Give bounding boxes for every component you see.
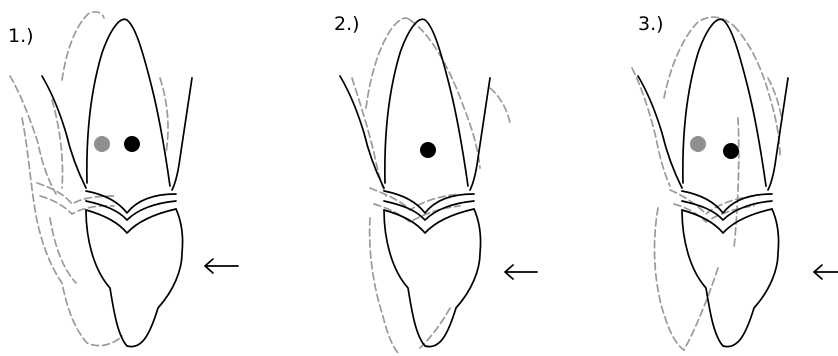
panel-2: 2.) [334, 13, 537, 353]
panel-3: 3.) [632, 13, 838, 350]
panel-label: 1.) [8, 25, 34, 47]
force-arrow-icon [814, 265, 838, 279]
secondary-center-dot [94, 136, 110, 152]
panel-label: 3.) [638, 13, 664, 35]
panel-1: 1.) [8, 12, 238, 347]
force-arrow-icon [205, 259, 238, 273]
displaced-tooth-outline [352, 18, 510, 353]
tooth-outline [638, 19, 788, 346]
tooth-outline [340, 19, 490, 346]
panel-label: 2.) [334, 13, 360, 35]
center-of-resistance-dot [124, 136, 140, 152]
center-of-resistance-dot [420, 142, 436, 158]
force-arrow-icon [505, 265, 537, 279]
secondary-center-dot [690, 136, 706, 152]
center-of-resistance-dot [723, 143, 739, 159]
